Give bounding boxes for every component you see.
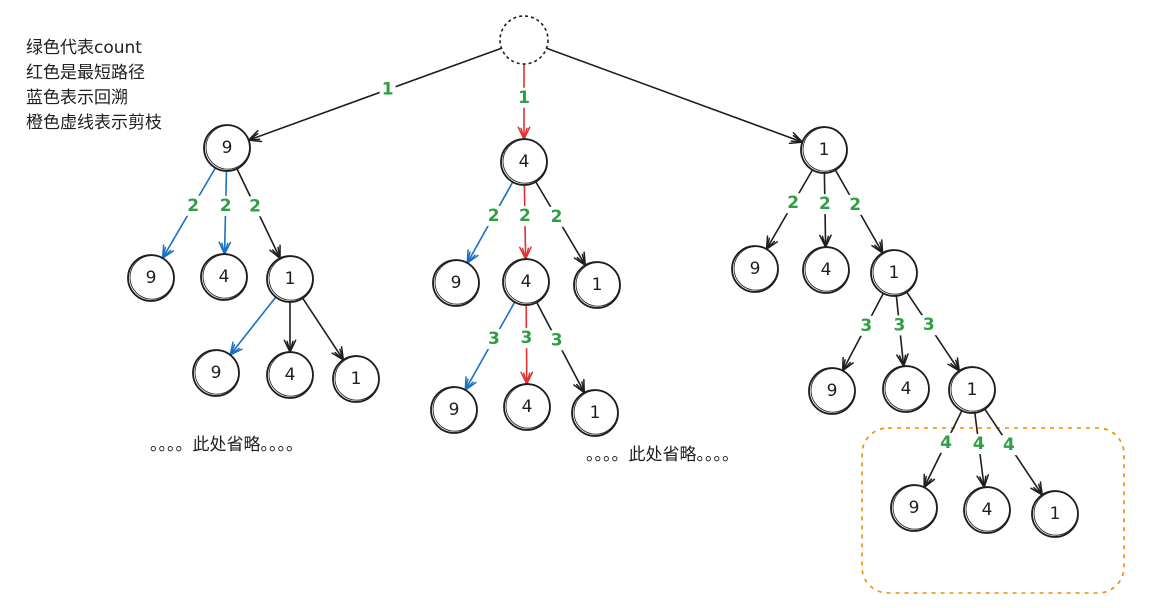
edge-label-c33-c333: 4 xyxy=(1003,435,1015,455)
edge-label-c33-c331: 4 xyxy=(940,433,952,453)
node-value: 9 xyxy=(750,259,761,279)
tree-node-c3: 1 xyxy=(870,249,918,297)
node-value: 1 xyxy=(592,275,603,295)
node-value: 1 xyxy=(967,380,978,400)
edge-a3-a31 xyxy=(229,296,277,356)
tree-node-a31: 9 xyxy=(192,349,240,397)
tree-node-c333: 1 xyxy=(1031,490,1079,538)
node-value: 9 xyxy=(451,273,462,293)
node-value: 9 xyxy=(449,400,460,420)
node-value: 9 xyxy=(146,268,157,288)
nodes: 9 4 1 9 4 1 9 4 1 9 4 1 9 4 1 9 4 1 9 4 1 9 4 1 xyxy=(127,15,1079,538)
node-value: 4 xyxy=(519,152,530,172)
node-value: 1 xyxy=(819,140,830,160)
tree-node-c331: 9 xyxy=(890,484,938,532)
notes: 。。。。此处省略。。。。 。。。。此处省略。。。。 xyxy=(150,435,739,465)
edge-label-b-b1: 2 xyxy=(488,206,500,226)
tree-node-a3: 1 xyxy=(266,255,314,303)
node-value: 1 xyxy=(889,263,900,283)
node-value: 9 xyxy=(827,381,838,401)
legend-line-orange: 橙色虚线表示剪枝 xyxy=(26,113,162,133)
edge-label-c3-c31: 3 xyxy=(860,316,872,336)
edge-label-c3-c33: 3 xyxy=(923,315,935,335)
edge-label-b-b2: 2 xyxy=(519,206,531,226)
edge-label-c33-c332: 4 xyxy=(973,434,985,454)
tree-node-c31: 9 xyxy=(808,367,856,415)
tree-node-a1: 9 xyxy=(127,254,175,302)
edge-label-a-a3: 2 xyxy=(249,196,261,216)
tree-node-c33: 1 xyxy=(948,366,996,414)
edge-root-a xyxy=(247,47,503,143)
edge-a3-a33 xyxy=(301,297,345,361)
tree-node-a32: 4 xyxy=(266,351,314,399)
legend-line-green: 绿色代表count xyxy=(26,38,142,58)
edge-label-c3-c32: 3 xyxy=(893,315,905,335)
edge-label-a-a2: 2 xyxy=(220,196,232,216)
root-node xyxy=(499,15,549,65)
omitted-note-left: 。。。。此处省略。。。。 xyxy=(150,435,303,455)
tree-node-a33: 1 xyxy=(332,355,380,403)
node-value: 4 xyxy=(901,379,912,399)
node-value: 1 xyxy=(285,269,296,289)
legend-line-red: 红色是最短路径 xyxy=(26,63,145,83)
node-value: 1 xyxy=(1050,504,1061,524)
tree-node-c1: 9 xyxy=(731,245,779,293)
pruned-box xyxy=(861,427,1125,594)
node-value: 9 xyxy=(211,363,222,383)
edge-label-root-a: 1 xyxy=(382,80,394,100)
legend: 绿色代表count 红色是最短路径 蓝色表示回溯 橙色虚线表示剪枝 xyxy=(26,36,162,136)
node-value: 9 xyxy=(909,498,920,518)
edge-label-c-c3: 2 xyxy=(849,195,861,215)
omitted-note-middle: 。。。。此处省略。。。。 xyxy=(586,445,739,465)
node-value: 4 xyxy=(521,272,532,292)
edge-a3-a32 xyxy=(283,301,297,353)
pruned-subtree-group xyxy=(861,427,1125,594)
edge-label-b-b3: 2 xyxy=(551,207,563,227)
edge-label-b2-b22: 3 xyxy=(521,328,533,348)
node-value: 4 xyxy=(982,500,993,520)
tree-node-b: 4 xyxy=(500,138,548,186)
tree-node-c32: 4 xyxy=(882,365,930,413)
edge-label-a-a1: 2 xyxy=(187,196,199,216)
tree-node-b21: 9 xyxy=(430,386,478,434)
tree-node-b3: 1 xyxy=(573,261,621,309)
edge-label-b2-b21: 3 xyxy=(488,329,500,349)
node-value: 4 xyxy=(219,267,230,287)
node-value: 4 xyxy=(821,260,832,280)
edge-label-root-b: 1 xyxy=(518,88,530,108)
edge-root-c xyxy=(545,47,804,145)
node-value: 1 xyxy=(590,403,601,423)
edge-label-c-c1: 2 xyxy=(787,193,799,213)
tree-node-c2: 4 xyxy=(802,246,850,294)
tree-node-a2: 4 xyxy=(200,253,248,301)
edge-label-b2-b23: 3 xyxy=(551,330,563,350)
tree-node-a: 9 xyxy=(203,124,251,172)
tree-node-b22: 4 xyxy=(503,383,551,431)
tree-node-b2: 4 xyxy=(502,258,550,306)
legend-line-blue: 蓝色表示回溯 xyxy=(26,88,128,108)
node-value: 1 xyxy=(351,369,362,389)
node-value: 4 xyxy=(285,365,296,385)
tree-node-c332: 4 xyxy=(963,486,1011,534)
tree-node-b23: 1 xyxy=(571,389,619,437)
edge-label-c-c2: 2 xyxy=(819,194,831,214)
tree-node-b1: 9 xyxy=(432,259,480,307)
tree-node-c: 1 xyxy=(800,126,848,174)
node-value: 9 xyxy=(222,138,233,158)
node-value: 4 xyxy=(522,397,533,417)
